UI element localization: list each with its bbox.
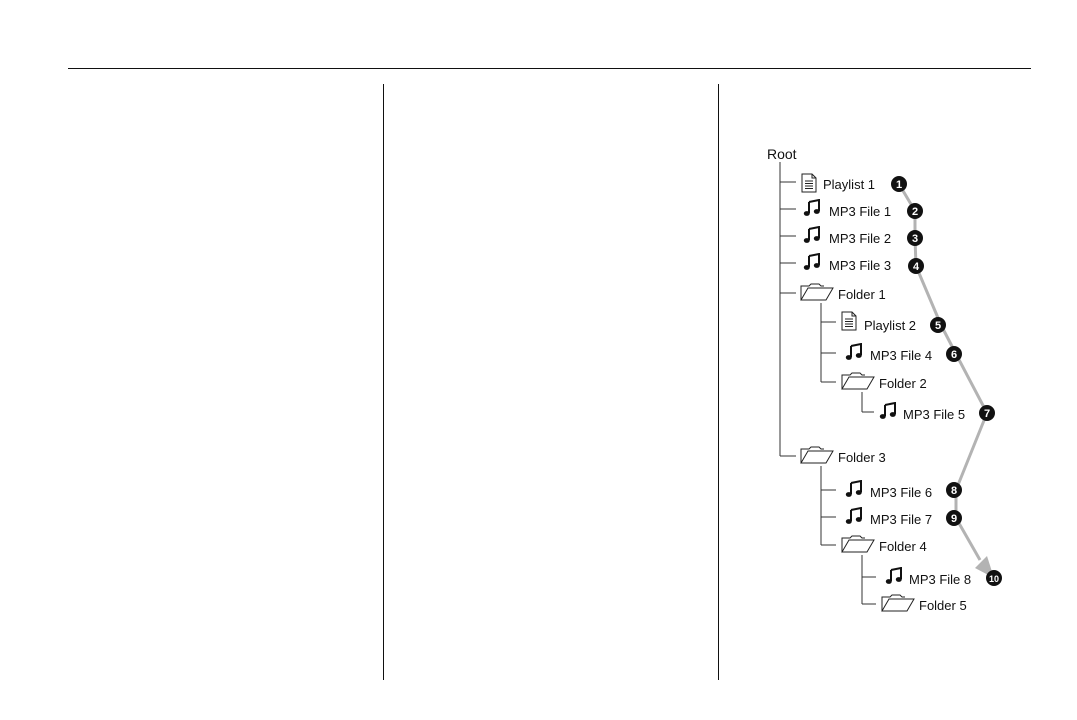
tree-item-playlist-2: Playlist 2 5 [841, 311, 946, 333]
tree-item-label: Playlist 2 [864, 318, 916, 333]
playlist-icon [841, 311, 857, 331]
order-badge: 4 [908, 258, 924, 274]
tree-item-label: MP3 File 7 [870, 512, 932, 527]
music-note-icon [885, 567, 903, 585]
tree-item-label: MP3 File 5 [903, 407, 965, 422]
tree-item-folder-4: Folder 4 [841, 535, 927, 554]
tree-item-folder-2: Folder 2 [841, 372, 927, 391]
column-divider-right [718, 84, 719, 680]
music-note-icon [845, 507, 863, 525]
tree-item-folder-5: Folder 5 [881, 594, 967, 613]
music-note-icon [803, 253, 821, 271]
folder-icon [841, 372, 875, 390]
tree-item-mp3-file-7: MP3 File 7 9 [845, 507, 962, 527]
order-badge-number: 8 [951, 485, 957, 497]
order-badge: 1 [891, 176, 907, 192]
order-badge-number: 10 [989, 574, 999, 584]
tree-item-label: Playlist 1 [823, 177, 875, 192]
order-badge: 6 [946, 346, 962, 362]
tree-item-mp3-file-6: MP3 File 6 8 [845, 480, 962, 500]
music-note-icon [803, 199, 821, 217]
tree-item-mp3-file-3: MP3 File 3 4 [803, 253, 924, 274]
tree-item-playlist-1: Playlist 1 1 [801, 173, 907, 193]
music-note-icon [845, 343, 863, 361]
playlist-icon [801, 173, 817, 193]
order-badge-number: 4 [913, 261, 920, 273]
folder-icon [800, 446, 834, 464]
tree-item-label: Folder 1 [838, 287, 886, 302]
column-divider-left [383, 84, 384, 680]
order-badge-number: 9 [951, 513, 957, 525]
folder-icon [841, 535, 875, 553]
tree-item-folder-3: Folder 3 [800, 446, 886, 465]
order-badge-number: 2 [912, 206, 918, 218]
order-badge: 9 [946, 510, 962, 526]
tree-item-label: Folder 4 [879, 539, 927, 554]
order-badge: 5 [930, 317, 946, 333]
tree-item-mp3-file-4: MP3 File 4 6 [845, 343, 962, 363]
folder-icon [881, 594, 915, 612]
order-badge-number: 6 [951, 349, 957, 361]
tree-item-label: Folder 5 [919, 598, 967, 613]
music-note-icon [845, 480, 863, 498]
tree-item-mp3-file-5: MP3 File 5 7 [879, 402, 995, 422]
tree-item-label: MP3 File 2 [829, 231, 891, 246]
order-badge-number: 1 [896, 179, 902, 191]
tree-item-label: MP3 File 1 [829, 204, 891, 219]
folder-icon [800, 283, 834, 301]
order-badge-number: 3 [912, 233, 918, 245]
music-note-icon [803, 226, 821, 244]
tree-item-label: MP3 File 6 [870, 485, 932, 500]
order-badge: 8 [946, 482, 962, 498]
tree-item-label: Folder 3 [838, 450, 886, 465]
order-badge: 3 [907, 230, 923, 246]
order-badge-number: 7 [984, 408, 990, 420]
order-badge: 7 [979, 405, 995, 421]
tree-item-mp3-file-2: MP3 File 2 3 [803, 226, 923, 246]
tree-item-label: MP3 File 3 [829, 258, 891, 273]
order-badge-number: 5 [935, 320, 941, 332]
order-badge: 2 [907, 203, 923, 219]
root-label: Root [767, 146, 797, 162]
tree-item-folder-1: Folder 1 [800, 283, 886, 302]
tree-item-mp3-file-1: MP3 File 1 2 [803, 199, 923, 219]
tree-item-mp3-file-8: MP3 File 8 10 [885, 567, 1002, 587]
tree-item-label: MP3 File 4 [870, 348, 932, 363]
music-note-icon [879, 402, 897, 420]
tree-item-label: MP3 File 8 [909, 572, 971, 587]
order-badge: 10 [986, 570, 1002, 586]
header-rule [68, 68, 1031, 69]
tree-connectors [779, 162, 876, 605]
tree-item-label: Folder 2 [879, 376, 927, 391]
